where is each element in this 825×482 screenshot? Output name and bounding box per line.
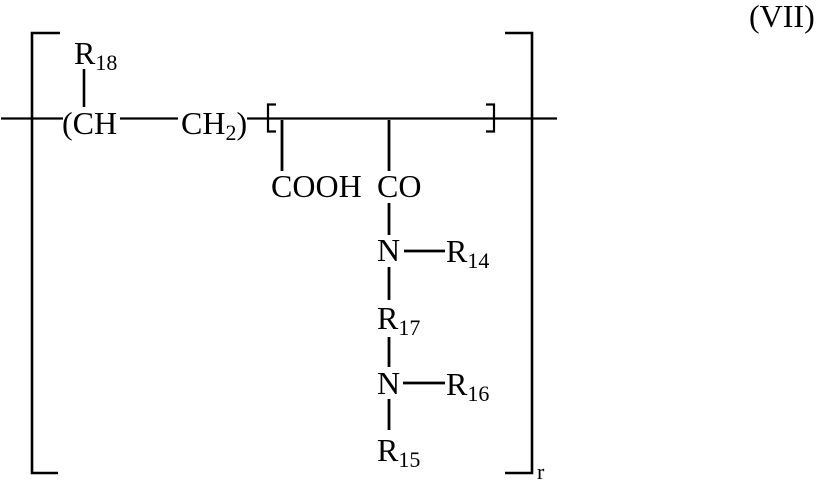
- ch-text: (CH: [62, 105, 118, 141]
- n1-text: N: [377, 232, 401, 268]
- substituent-r14-label: R14: [446, 235, 489, 272]
- r18-base: R: [74, 35, 96, 71]
- inner-open-bracket: [266, 103, 276, 133]
- n2-text: N: [377, 365, 401, 401]
- substituent-r16-label: R16: [446, 368, 489, 405]
- right-outer-bracket: [505, 31, 534, 475]
- nitrogen-1-label: N: [377, 234, 400, 266]
- co-text: CO: [377, 168, 422, 204]
- r16-subscript: 16: [467, 381, 490, 406]
- substituent-r17-label: R17: [377, 302, 420, 339]
- r16-base: R: [446, 366, 468, 402]
- r18-subscript: 18: [95, 50, 118, 75]
- r14-subscript: 14: [467, 248, 490, 273]
- substituent-r18-label: R18: [74, 37, 117, 74]
- cooh-text: COOH: [271, 168, 362, 204]
- co-group-label: CO: [377, 170, 421, 202]
- r15-subscript: 15: [398, 447, 421, 472]
- ch2-base: CH: [181, 105, 226, 141]
- r15-base: R: [377, 432, 399, 468]
- cooh-group-label: COOH: [271, 170, 362, 202]
- ch2-close-paren: ): [236, 105, 248, 141]
- r14-base: R: [446, 233, 468, 269]
- nitrogen-2-label: N: [377, 367, 400, 399]
- substituent-r15-label: R15: [377, 434, 420, 471]
- formula-number-label: (VII): [749, 0, 815, 34]
- repeat-unit-subscript: r: [537, 459, 545, 482]
- backbone-ch-label: (CH: [62, 107, 117, 139]
- r17-subscript: 17: [398, 315, 421, 340]
- r17-base: R: [377, 300, 399, 336]
- inner-close-bracket: [486, 103, 496, 133]
- left-outer-bracket: [30, 31, 60, 475]
- backbone-ch2-label: CH2): [181, 107, 247, 144]
- ch2-subscript: 2: [225, 120, 237, 145]
